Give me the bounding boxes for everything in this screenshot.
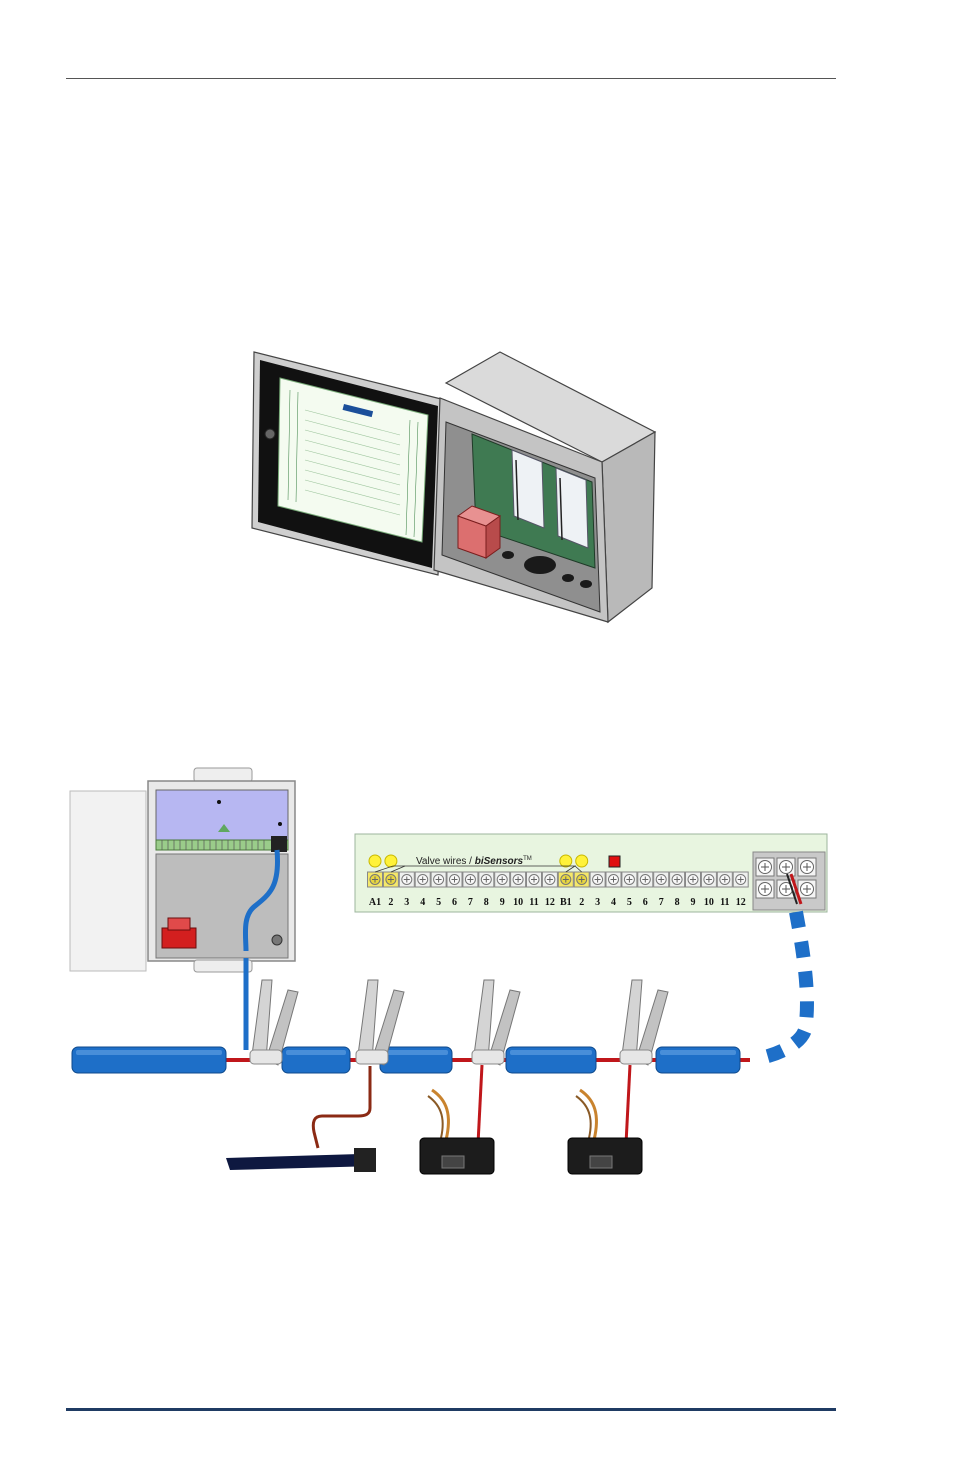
terminal-screw [606, 872, 621, 887]
terminal-screw [447, 872, 462, 887]
terminal-screw [527, 872, 542, 887]
valve-decoder [420, 1065, 494, 1174]
terminal-screw [701, 872, 716, 887]
terminal-screw [368, 872, 383, 887]
terminal-indicator [560, 855, 572, 867]
terminal-screw [622, 872, 637, 887]
cable-segment [656, 1047, 740, 1073]
terminal-screw [495, 872, 510, 887]
power-terminal [756, 880, 774, 898]
moisture-sensor [226, 1066, 376, 1172]
terminal-screw [415, 872, 430, 887]
power-terminal [798, 880, 816, 898]
terminal-screw [733, 872, 748, 887]
terminal-screw [717, 872, 732, 887]
controller-enclosure-illustration [250, 350, 660, 630]
terminal-screw [399, 872, 414, 887]
header-rule [66, 78, 836, 79]
two-wire-cable-diagram [70, 900, 840, 1185]
terminal-screw [686, 872, 701, 887]
cable-segment [282, 1047, 350, 1073]
terminal-screw [574, 872, 589, 887]
terminal-screw [511, 872, 526, 887]
terminal-screw [431, 872, 446, 887]
terminal-screw [463, 872, 478, 887]
terminal-screw [638, 872, 653, 887]
terminal-screw [383, 872, 398, 887]
cable-segment [506, 1047, 596, 1073]
terminal-screw [670, 872, 685, 887]
terminal-screw [558, 872, 573, 887]
power-terminal [777, 858, 795, 876]
valve-decoder [568, 1065, 642, 1174]
status-led [609, 856, 620, 867]
terminal-indicator [576, 855, 588, 867]
terminal-indicator [385, 855, 397, 867]
cable-segment [72, 1047, 226, 1073]
cable-segment [380, 1047, 452, 1073]
power-terminal [756, 858, 774, 876]
terminal-screw [590, 872, 605, 887]
terminal-board-title: Valve wires / biSensorsTM [416, 856, 532, 867]
terminal-screw [542, 872, 557, 887]
terminal-screw [654, 872, 669, 887]
terminal-indicator [369, 855, 381, 867]
power-terminal [798, 858, 816, 876]
terminal-screw [479, 872, 494, 887]
footer-rule [66, 1408, 836, 1411]
